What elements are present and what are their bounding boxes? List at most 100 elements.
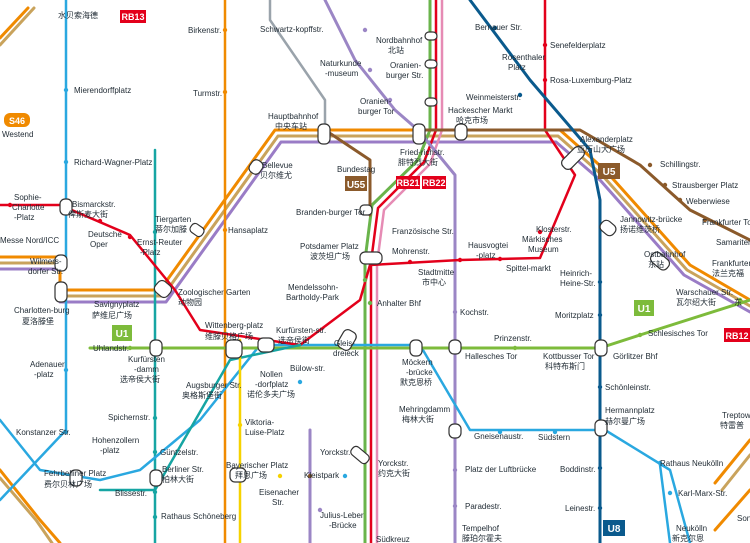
station-dot[interactable] [7, 202, 13, 208]
interchange-marker[interactable] [594, 339, 608, 357]
station-dot[interactable] [452, 309, 458, 315]
station-dot[interactable] [597, 312, 603, 318]
label-nordbahnhof-cn: 北站 [388, 45, 404, 55]
interchange-marker[interactable] [149, 469, 163, 487]
u8-badge[interactable] [603, 520, 625, 536]
label-bellevue-cn: 贝尔维尤 [260, 170, 292, 180]
station-dot[interactable] [737, 297, 743, 303]
station-dot[interactable] [597, 279, 603, 285]
interchange-marker[interactable] [448, 423, 462, 439]
interchange-marker[interactable] [336, 328, 358, 352]
station-dot[interactable] [387, 97, 393, 103]
station-dot[interactable] [497, 429, 503, 435]
station-dot[interactable] [597, 384, 603, 390]
station-dot[interactable] [342, 473, 348, 479]
interchange-marker[interactable] [188, 222, 205, 238]
interchange-marker[interactable] [54, 281, 68, 303]
interchange-marker[interactable] [454, 123, 468, 141]
station-dot[interactable] [657, 460, 663, 466]
interchange-marker[interactable] [359, 251, 383, 265]
station-dot[interactable] [367, 67, 373, 73]
interchange-marker[interactable] [59, 198, 73, 216]
interchange-marker[interactable] [598, 218, 618, 237]
s46-badge[interactable] [4, 113, 30, 127]
interchange-marker[interactable] [152, 278, 173, 299]
station-dot[interactable] [307, 473, 313, 479]
station-dot[interactable] [542, 77, 548, 83]
station-dot[interactable] [407, 259, 413, 265]
label-potsdamer-cn: 波茨坦广场 [310, 251, 350, 261]
station-dot[interactable] [222, 27, 228, 33]
station-dot[interactable] [512, 345, 518, 351]
interchange-marker[interactable] [424, 31, 438, 41]
rb13-badge[interactable] [120, 10, 146, 23]
station-dot[interactable] [667, 490, 673, 496]
station-dot[interactable] [362, 27, 368, 33]
interchange-marker[interactable] [69, 469, 83, 487]
label-gneisenau: Gneisenaustr. [474, 432, 523, 441]
station-dot[interactable] [152, 449, 158, 455]
interchange-marker[interactable] [409, 339, 423, 357]
station-dot[interactable] [542, 42, 548, 48]
station-dot[interactable] [237, 422, 243, 428]
station-dot[interactable] [297, 379, 303, 385]
u5-badge[interactable] [598, 163, 620, 179]
station-dot[interactable] [152, 229, 158, 235]
label-mohrenstr: Mohrenstr. [392, 247, 430, 256]
station-dot[interactable] [702, 217, 708, 223]
interchange-marker[interactable] [648, 250, 671, 272]
station-dot[interactable] [152, 514, 158, 520]
station-dot[interactable] [637, 332, 643, 338]
station-dot[interactable] [317, 507, 323, 513]
station-dot[interactable] [552, 429, 558, 435]
rb12-badge[interactable] [724, 328, 750, 342]
interchange-marker[interactable] [247, 158, 265, 176]
interchange-marker[interactable] [349, 445, 371, 466]
station-dot[interactable] [677, 197, 683, 203]
station-dot[interactable] [497, 256, 503, 262]
station-dot[interactable] [367, 300, 373, 306]
interchange-marker[interactable] [225, 339, 243, 359]
station-dot[interactable] [492, 25, 498, 31]
station-dot[interactable] [63, 87, 69, 93]
interchange-marker[interactable] [448, 339, 462, 355]
u1-badge-left[interactable] [112, 325, 132, 341]
interchange-marker[interactable] [594, 419, 608, 437]
interchange-marker[interactable] [149, 339, 163, 357]
station-dot[interactable] [517, 92, 523, 98]
station-dot[interactable] [63, 367, 69, 373]
u1-badge-right[interactable] [634, 300, 654, 316]
station-dot[interactable] [597, 465, 603, 471]
u55-badge[interactable] [345, 176, 367, 191]
station-dot[interactable] [152, 489, 158, 495]
station-dot[interactable] [127, 345, 133, 351]
station-dot[interactable] [647, 162, 653, 168]
station-dot[interactable] [222, 227, 228, 233]
station-dot[interactable] [127, 234, 133, 240]
station-dot[interactable] [97, 218, 103, 224]
station-dot[interactable] [537, 229, 543, 235]
station-dot[interactable] [63, 159, 69, 165]
rb22-badge[interactable] [422, 176, 446, 189]
label-spittelmarkt: Spittel-markt [506, 264, 552, 273]
interchange-marker[interactable] [317, 123, 331, 145]
station-dot[interactable] [662, 182, 668, 188]
station-dot[interactable] [597, 505, 603, 511]
interchange-marker[interactable] [424, 97, 438, 107]
interchange-marker[interactable] [424, 59, 438, 69]
interchange-marker[interactable] [54, 254, 68, 272]
interchange-marker[interactable] [257, 337, 275, 353]
station-dot[interactable] [222, 89, 228, 95]
station-dot[interactable] [452, 503, 458, 509]
interchange-marker[interactable] [412, 123, 426, 145]
station-dot[interactable] [457, 257, 463, 263]
station-dot[interactable] [152, 415, 158, 421]
station-dot[interactable] [362, 277, 368, 283]
station-dot[interactable] [277, 473, 283, 479]
rb21-badge[interactable] [396, 176, 420, 189]
station-dot[interactable] [63, 429, 69, 435]
interchange-marker[interactable] [560, 145, 587, 172]
interchange-marker[interactable] [359, 204, 373, 216]
station-dot[interactable] [452, 467, 458, 473]
interchange-marker[interactable] [229, 467, 247, 483]
